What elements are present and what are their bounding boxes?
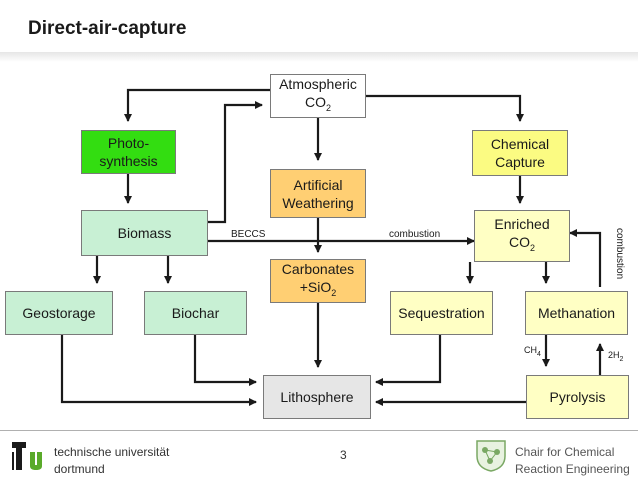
photosynthesis-node: Photo- synthesis [81, 130, 176, 174]
h2-text: 2H [608, 350, 620, 360]
chemical-capture-line1: Chemical [490, 136, 550, 152]
chair-name: Chair for Chemical Reaction Engineering [515, 444, 630, 478]
university-line1: technische universität [54, 445, 170, 459]
sequestration-node: Sequestration [390, 291, 493, 335]
carbonates-sio2-text: +SiO [299, 279, 332, 296]
h2-sub: 2 [619, 355, 624, 363]
arrow-seq-litho [375, 335, 442, 386]
pyrolysis-label: Pyrolysis [549, 389, 606, 405]
footer-separator [0, 430, 638, 431]
combustion-label-right: combustion [614, 228, 625, 280]
university-line2: dortmund [54, 462, 105, 476]
enriched-co2-sub: 2 [529, 242, 535, 253]
carbonates-label: Carbonates [281, 261, 355, 278]
chair-line2: Reaction Engineering [515, 462, 630, 476]
geostorage-node: Geostorage [5, 291, 113, 335]
chair-line1: Chair for Chemical [515, 445, 615, 459]
atmospheric-co2-sub: 2 [325, 102, 331, 113]
enriched-co2-node: Enriched CO2 [474, 210, 570, 262]
ch4-sub: 4 [537, 350, 541, 358]
geostorage-label: Geostorage [22, 305, 96, 321]
chemical-capture-line2: Capture [495, 154, 545, 170]
title-separator [0, 52, 638, 62]
arrow-atmos-chem [366, 94, 524, 122]
beccs-label: BECCS [231, 229, 266, 240]
arrow-atmos-photo [124, 88, 270, 122]
page-number: 3 [340, 448, 347, 462]
lithosphere-node: Lithosphere [263, 375, 371, 419]
arrow-biomass-atmos [205, 101, 263, 224]
photosynthesis-line1: Photo- [107, 135, 150, 151]
methanation-node: Methanation [525, 291, 628, 335]
artificial-weathering-line2: Weathering [282, 194, 354, 211]
slide-title: Direct-air-capture [28, 18, 187, 39]
carbonates-sio2-sub: 2 [331, 287, 337, 298]
carbonates-node: Carbonates +SiO2 [270, 259, 366, 303]
atmospheric-label: Atmospheric [279, 76, 357, 93]
atmospheric-co2-label: CO2 [305, 93, 331, 117]
ch4-text: CH [524, 345, 537, 355]
methanation-label: Methanation [537, 305, 616, 321]
arrow-biochar-litho [193, 335, 257, 386]
photosynthesis-line2: synthesis [99, 153, 158, 169]
h2-label: 2H2 [608, 350, 623, 363]
atmospheric-co2-node: Atmospheric CO2 [270, 74, 366, 118]
artificial-weathering-node: Artificial Weathering [270, 169, 366, 218]
arrow-meth-enriched [569, 229, 602, 287]
sequestration-label: Sequestration [398, 305, 485, 321]
artificial-weathering-line1: Artificial [293, 176, 343, 193]
atmospheric-co2-text: CO [304, 94, 326, 111]
lithosphere-label: Lithosphere [280, 389, 354, 405]
combustion-label-left: combustion [389, 229, 441, 240]
enriched-co2-text: CO [508, 234, 530, 251]
pyrolysis-node: Pyrolysis [526, 375, 629, 419]
biomass-node: Biomass [81, 210, 208, 256]
chemical-capture-node: Chemical Capture [472, 130, 568, 176]
biochar-node: Biochar [144, 291, 247, 335]
biochar-label: Biochar [171, 305, 220, 321]
tu-logo-icon [12, 442, 42, 470]
enriched-label: Enriched [494, 216, 550, 233]
enriched-co2-label: CO2 [509, 233, 535, 257]
arrow-geo-litho [60, 335, 257, 406]
university-name: technische universität dortmund [54, 444, 169, 478]
biomass-label: Biomass [117, 225, 172, 241]
title-bar: Direct-air-capture [0, 0, 638, 52]
ch4-label: CH4 [524, 345, 541, 358]
chair-logo-icon [476, 440, 506, 472]
carbonates-sio2-label: +SiO2 [300, 278, 337, 302]
